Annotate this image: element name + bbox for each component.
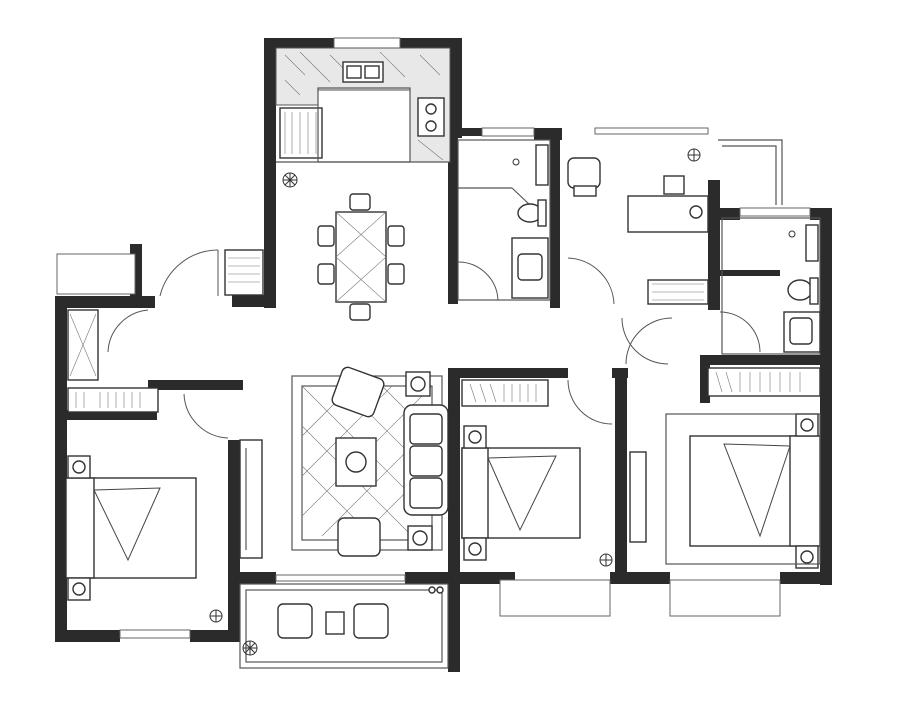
washbasin-icon — [511, 237, 549, 299]
toilet-icon — [787, 277, 819, 305]
living — [239, 366, 449, 559]
washbasin-icon — [783, 311, 821, 353]
wardrobe-icon — [707, 367, 821, 397]
plant-icon — [209, 609, 223, 623]
bed-icon — [461, 425, 581, 561]
study — [567, 148, 709, 305]
side-table-icon — [405, 371, 433, 551]
entry-door — [159, 249, 264, 297]
sink-icon — [342, 61, 384, 83]
bathroom-1 — [457, 139, 551, 301]
bedroom-2 — [461, 379, 613, 567]
bed-icon — [65, 455, 197, 601]
tv-cabinet-icon — [239, 439, 263, 559]
fridge-icon — [279, 107, 323, 159]
lounge-chair-icon — [277, 603, 389, 639]
bathroom-2 — [719, 217, 821, 355]
toilet-icon — [517, 199, 547, 227]
plant-icon — [599, 553, 613, 567]
walls — [55, 38, 832, 672]
plant-icon — [282, 172, 298, 188]
balcony — [239, 583, 449, 669]
kitchen — [275, 47, 451, 163]
bed-icon — [689, 413, 821, 569]
tv-cabinet-icon — [629, 451, 647, 543]
dining-table-icon — [335, 211, 387, 303]
chair-icon — [317, 193, 405, 321]
side-table-icon — [325, 611, 345, 635]
wardrobe-icon — [461, 379, 549, 407]
stove-icon — [417, 97, 445, 137]
bedroom-3 — [625, 317, 821, 569]
coffee-table-icon — [335, 437, 377, 487]
armchair-icon — [567, 157, 601, 197]
sofa-icon — [403, 404, 449, 516]
door-swings — [621, 317, 669, 365]
windows — [56, 37, 811, 639]
desk-icon — [627, 175, 709, 233]
dining — [282, 172, 405, 321]
plant-icon — [242, 640, 258, 656]
plant-icon — [687, 148, 701, 162]
wardrobe-icon — [67, 309, 159, 413]
bedroom-1 — [65, 309, 229, 623]
armchair-icon — [331, 366, 385, 557]
